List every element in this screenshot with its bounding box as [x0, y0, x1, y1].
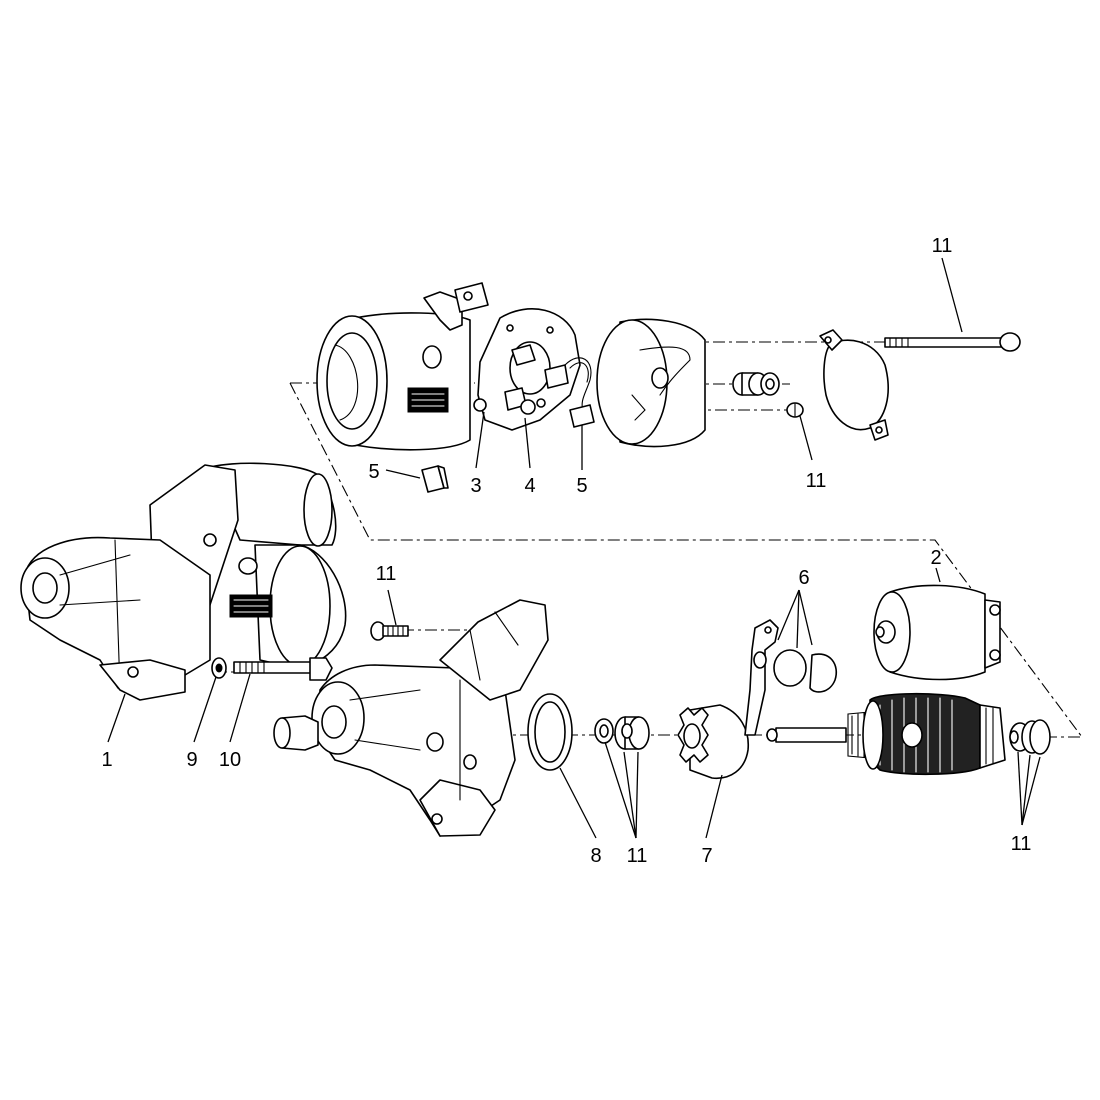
callout-9: 9	[186, 749, 197, 771]
callout-6: 6	[798, 567, 809, 589]
callout-11-bearings: 11	[627, 845, 648, 867]
long-through-bolt	[884, 332, 1021, 352]
callout-3: 3	[470, 475, 481, 497]
callout-8: 8	[590, 845, 601, 867]
field-frame	[316, 282, 489, 451]
callout-5-right: 5	[576, 475, 587, 497]
callout-11-right: 11	[1011, 833, 1032, 855]
drive-bearings	[594, 716, 650, 750]
end-bushings	[732, 372, 780, 396]
end-cap	[819, 329, 889, 441]
brush	[421, 465, 449, 493]
solenoid	[873, 584, 1001, 681]
end-housing	[596, 318, 706, 448]
washer	[211, 657, 227, 679]
housing-bolt	[370, 621, 409, 641]
armature	[766, 692, 1051, 776]
callout-labels: 11 5 3 4 5 11 2 6 11 1 9 10 8 11 7 11	[101, 235, 1031, 867]
callout-5-left: 5	[368, 461, 379, 483]
lever-pivot-discs	[773, 649, 837, 693]
starter-motor-assembly	[20, 462, 347, 701]
leader-lines	[107, 257, 1041, 839]
seal-ring	[527, 693, 573, 771]
brush-with-lead	[564, 357, 595, 428]
plug-cap	[273, 715, 319, 751]
drive-end-housing	[311, 599, 549, 837]
pinion-drive	[677, 704, 749, 779]
callout-10: 10	[219, 749, 241, 771]
callout-1: 1	[101, 749, 112, 771]
callout-7: 7	[701, 845, 712, 867]
callout-11-top: 11	[932, 235, 953, 257]
callout-11-bolt: 11	[376, 563, 397, 585]
small-screw	[786, 402, 804, 418]
shift-lever	[744, 619, 779, 736]
through-bolt	[233, 657, 333, 681]
callout-4: 4	[524, 475, 535, 497]
callout-2: 2	[930, 547, 941, 569]
callout-11-mid: 11	[806, 470, 827, 492]
brush-holder-plate	[473, 308, 581, 431]
